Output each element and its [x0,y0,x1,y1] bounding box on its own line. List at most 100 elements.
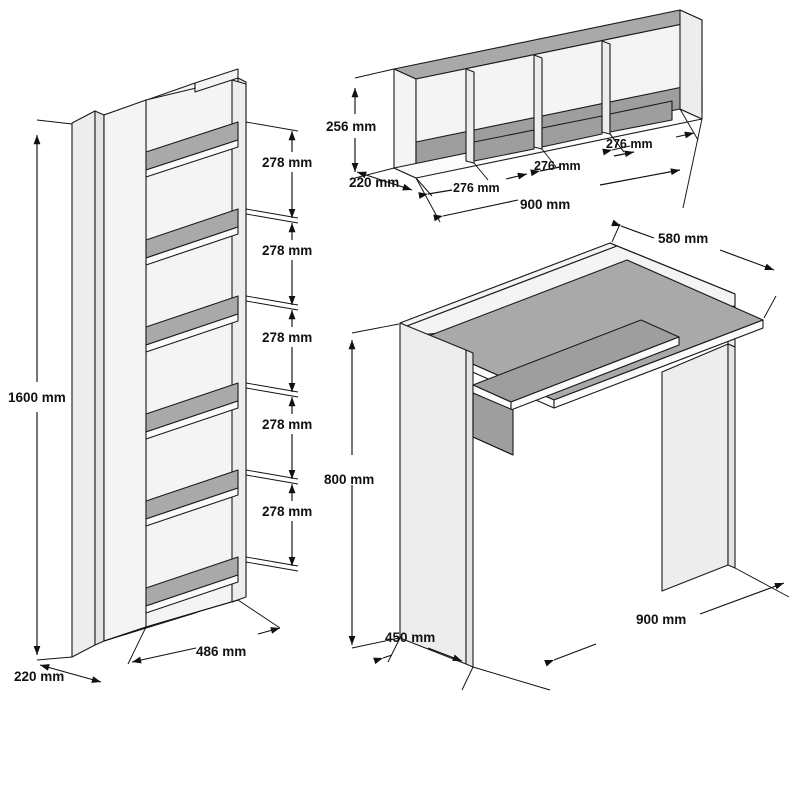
label-gap-2: 278 mm [262,243,312,258]
ext-right [461,666,474,691]
dim-wall-width: 900 mm [415,118,703,223]
wall-shelf-cell-floor-1 [473,129,535,162]
label-desk-width: 900 mm [636,612,686,627]
wall-shelf-right-end [679,9,703,120]
ext-top [36,119,73,125]
ext-c1a [415,177,433,197]
arrow-left [611,219,655,239]
dim-desk-top-depth: 580 mm [611,219,777,319]
dim-bookcase-depth: 220 mm [14,664,102,684]
ext-c1b [473,162,489,181]
desk-keyboard-tray-edge-r [510,336,680,411]
dim-bookcase-gaps: 278 mm 278 mm 278 mm 278 mm 278 mm [245,121,312,572]
bookcase-shelf-2 [145,208,239,266]
dim-line [356,171,413,191]
c1-arrow-r [505,172,528,180]
bookcase-upright-front [103,99,147,642]
desk-left-panel [399,322,467,665]
ext-left [472,666,551,691]
bookcase-shelf-1 [145,121,239,178]
ext-g5b [245,561,299,572]
desk-illustration [399,242,764,668]
ext-g2b [245,300,299,311]
ext-bottom [351,637,400,649]
wall-shelf-divider-2 [533,54,543,150]
c1-arrow-l [418,189,453,199]
bookcase-left-panel-side [94,110,105,646]
dim-bookcase-height: 1600 mm [8,119,73,661]
bookcase-shelf-4 [145,382,239,440]
dim-wall-cells: 276 mm 276 mm 276 mm [415,108,699,199]
ext-right [682,118,703,209]
arrow-a [373,654,393,665]
dim-arrow-left [131,647,197,664]
label-desk-depth: 450 mm [385,630,435,645]
label-wall-width: 900 mm [520,197,570,212]
dim-line [39,664,102,683]
label-bookcase-width: 486 mm [196,644,246,659]
bookcase-base-edge-b [145,599,239,628]
c2-arrow-r [613,150,635,158]
arrow-left [433,199,519,222]
dim-arrow-right [257,627,281,635]
ext-c3b [679,108,699,141]
desk-right-panel [661,343,729,592]
bookcase-shelf-6 [145,556,239,614]
arrow-left [544,643,597,667]
ext-left [415,177,441,223]
bookcase-upright-right [231,79,247,603]
dim-bookcase-width: 486 mm [127,599,281,665]
ext-g4 [245,469,299,480]
ext-g3b [245,387,299,398]
arrow-right [599,168,681,186]
label-cell-1: 276 mm [453,181,500,195]
ext-a [611,223,621,243]
label-gap-4: 278 mm [262,417,312,432]
label-gap-5: 278 mm [262,504,312,519]
ext-g1 [245,208,299,219]
dim-desk-height: 800 mm [324,323,400,649]
wall-shelf-left-end [393,68,417,179]
wall-shelf-divider-1 [465,68,475,164]
ext-g3 [245,382,299,393]
label-cell-3: 276 mm [606,137,653,151]
label-wall-height: 256 mm [326,119,376,134]
label-gap-3: 278 mm [262,330,312,345]
ext-left [387,637,401,663]
label-wall-depth: 220 mm [349,175,399,190]
bookcase-shelf-5 [145,469,239,527]
desk-right-panel-edge [727,343,736,569]
dim-wall-height: 256 mm [326,68,395,179]
ext-right [734,567,790,598]
arrow-b [427,647,463,662]
c3-arrow-r [675,131,695,139]
ext-b [763,295,777,319]
bookcase-shelf-3 [145,295,239,353]
wall-shelf-divider-3 [601,40,611,135]
ext-g1b [245,213,299,224]
wall-shelf-illustration [393,9,703,179]
label-bookcase-depth: 220 mm [14,669,64,684]
ext-top [351,323,400,334]
bookcase-top-riser [194,68,239,93]
ext-top [354,68,395,79]
bookcase-illustration [71,68,247,658]
wall-shelf-cell-floor-2 [541,115,603,148]
ext-right [237,599,281,629]
ext-g5 [245,556,299,567]
desk-top-edge-right [553,319,764,409]
ext-c2a [541,148,557,168]
ext-g2 [245,295,299,306]
desk-stretcher-line [472,436,514,456]
label-desk-top-depth: 580 mm [658,231,708,246]
dim-desk-width: 900 mm [472,567,790,691]
wall-shelf-cell-floor-3 [609,100,673,133]
label-desk-height: 800 mm [324,472,374,487]
dim-desk-depth: 450 mm [373,630,474,691]
label-bookcase-height: 1600 mm [8,390,66,405]
ext-c3a [609,133,625,153]
dim-wall-depth: 220 mm [349,171,413,191]
c3-arrow-l [602,145,631,156]
